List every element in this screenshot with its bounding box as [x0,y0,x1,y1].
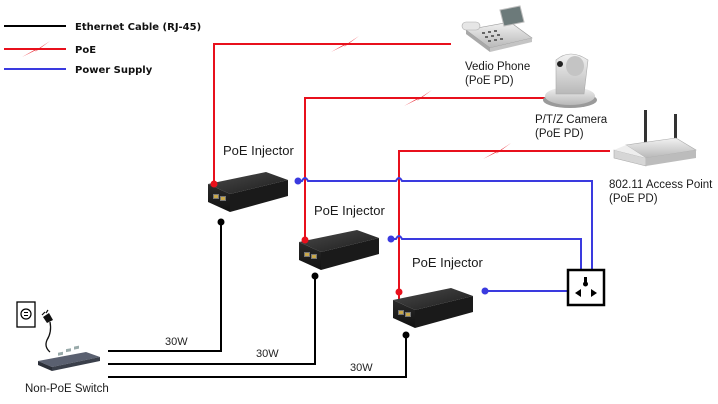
power-cables [299,177,593,292]
poe-injector-3: PoE Injector [393,255,483,328]
ethernet-cables [108,222,407,378]
legend-label: PoE [75,45,96,56]
device-sub: (PoE PD) [609,193,658,205]
injector-label: PoE Injector [412,255,483,270]
watt-label: 30W [256,348,279,360]
watt-label: 30W [350,362,373,374]
wall-outlet [16,301,53,353]
poe-cables [213,43,610,299]
router-icon [613,110,697,167]
poe-injector-icon [299,230,379,270]
device-access-point: 802.11 Access Point (PoE PD) [609,110,713,205]
device-name: P/T/Z Camera [535,114,608,126]
device-sub: (PoE PD) [535,128,584,140]
device-switch: Non-PoE Switch [25,345,109,395]
device-name: Non-PoE Switch [25,383,109,395]
poe-injector-2: PoE Injector [299,203,385,270]
switch-icon [38,345,100,371]
power-cable-1 [299,177,593,270]
device-sub: (PoE PD) [465,75,514,87]
ethernet-cable-2 [108,276,316,365]
device-name: 802.11 Access Point [609,179,713,191]
device-camera: P/T/Z Camera (PoE PD) [535,53,608,140]
power-socket [566,268,606,307]
injector-label: PoE Injector [314,203,385,218]
legend: Ethernet Cable (RJ-45) PoE Power Supply [4,22,201,76]
legend-item-power: Power Supply [4,65,153,76]
phone-icon [461,5,533,52]
legend-label: Ethernet Cable (RJ-45) [75,22,201,33]
injector-label: PoE Injector [223,143,294,158]
watt-label: 30W [165,336,188,348]
poe-injector-icon [393,288,473,328]
device-phone: Vedio Phone (PoE PD) [461,5,533,87]
plug-icon [41,309,53,353]
device-name: Vedio Phone [465,61,530,73]
poe-cable-ap [398,150,610,299]
power-cable-2 [392,235,582,270]
legend-item-ethernet: Ethernet Cable (RJ-45) [4,22,201,33]
poe-injector-1: PoE Injector [208,143,294,212]
ethernet-cable-3 [108,335,407,378]
ethernet-cable-1 [108,222,222,352]
camera-icon [543,53,597,108]
power-socket-icon [566,268,606,307]
legend-item-poe: PoE [4,41,96,57]
poe-cable-camera [304,97,545,240]
legend-label: Power Supply [75,65,153,76]
poe-injector-icon [208,172,288,212]
poe-cable-phone [213,43,451,184]
